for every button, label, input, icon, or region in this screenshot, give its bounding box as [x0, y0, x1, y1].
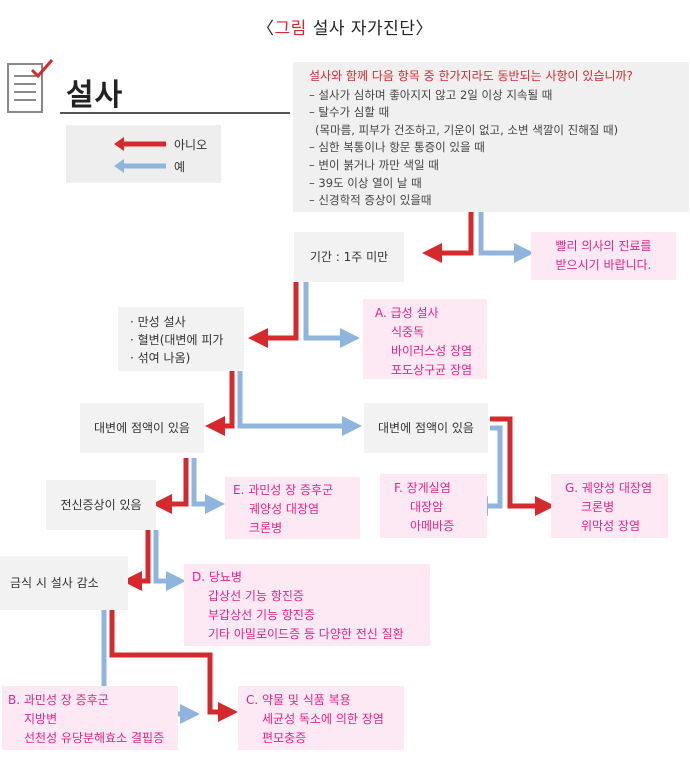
- arrow-no: [248, 282, 299, 348]
- acute-node: A. 급성 설사 식중독 바이러스성 장염 포도상구균 장염: [363, 299, 487, 379]
- fasting-node: 금식 시 설사 감소: [0, 556, 128, 610]
- chronic-node: · 만성 설사 · 혈변(대변에 피가 · 섞여 나옴): [118, 307, 244, 371]
- e-node: E. 과민성 장 증후군 궤양성 대장염 크론병: [225, 477, 360, 539]
- arrow-yes: [468, 425, 503, 516]
- b-node: B. 과민성 장 증후군 지방변 선천성 유당분해효소 결핍증: [2, 686, 178, 750]
- g-node: G. 궤양성 대장염 크론병 위막성 장염: [551, 474, 668, 538]
- legend-no: 아니오: [174, 138, 208, 152]
- arrow-no: [152, 458, 189, 514]
- period-node: 기간 : 1주 미만: [294, 232, 404, 282]
- arrow-no: [205, 348, 235, 436]
- question-item: – 변이 붉거나 까만 색일 때: [309, 157, 439, 172]
- checklist-icon: [4, 58, 58, 120]
- question-item: – 탈수가 심할 때: [309, 105, 390, 120]
- f-node: F. 장게실염 대장암 아메바증: [380, 474, 487, 538]
- arrow-no: [122, 530, 151, 591]
- arrow-no: [490, 416, 555, 516]
- arrow-yes: [191, 458, 225, 514]
- question-item: – 39도 이상 열이 날 때: [309, 175, 422, 190]
- systemic-node: 전신증상이 있음: [46, 480, 156, 530]
- question-item: – 신경학적 증상이 있을때: [309, 193, 432, 208]
- question-title: 설사와 함께 다음 항목 중 한가지라도 동반되는 사항이 있습니까?: [309, 69, 633, 83]
- legend: 아니오 예: [66, 125, 221, 183]
- page-title: 〈그림 설사 자가진단〉: [257, 19, 433, 39]
- legend-yes: 예: [174, 160, 186, 174]
- mucus-right-node: 대변에 점액이 있음: [364, 403, 488, 453]
- arrow-yes: [478, 212, 534, 263]
- question-item: – 심한 복통이나 항문 통증이 있을 때: [309, 140, 485, 155]
- question-item: – 설사가 심하며 좋아지지 않고 2일 이상 지속될 때: [309, 87, 553, 102]
- d-node: D. 당뇨병 갑상선 기능 항진증 부갑상선 기능 항진증 기타 아밀로이드증 …: [184, 564, 430, 646]
- arrow-yes: [303, 282, 360, 348]
- question-item: (목마름, 피부가 건조하고, 기운이 없고, 소변 색깔이 진해질 때): [315, 122, 619, 137]
- mucus-left-node: 대변에 점액이 있음: [80, 403, 204, 453]
- arrow-yes: [237, 348, 362, 436]
- section-heading: 설사: [66, 78, 124, 113]
- heading-underline: [60, 112, 290, 114]
- arrow-no: [109, 610, 238, 722]
- arrow-no: [422, 212, 474, 263]
- doctor-node: 빨리 의사의 진료를 받으시기 바랍니다.: [531, 232, 676, 280]
- c-node: C. 약물 및 식품 복용 세균성 독소에 의한 장염 편모충증: [238, 686, 404, 750]
- question-box: 설사와 함께 다음 항목 중 한가지라도 동반되는 사항이 있습니까? – 설사…: [293, 62, 689, 212]
- arrow-yes: [153, 530, 186, 591]
